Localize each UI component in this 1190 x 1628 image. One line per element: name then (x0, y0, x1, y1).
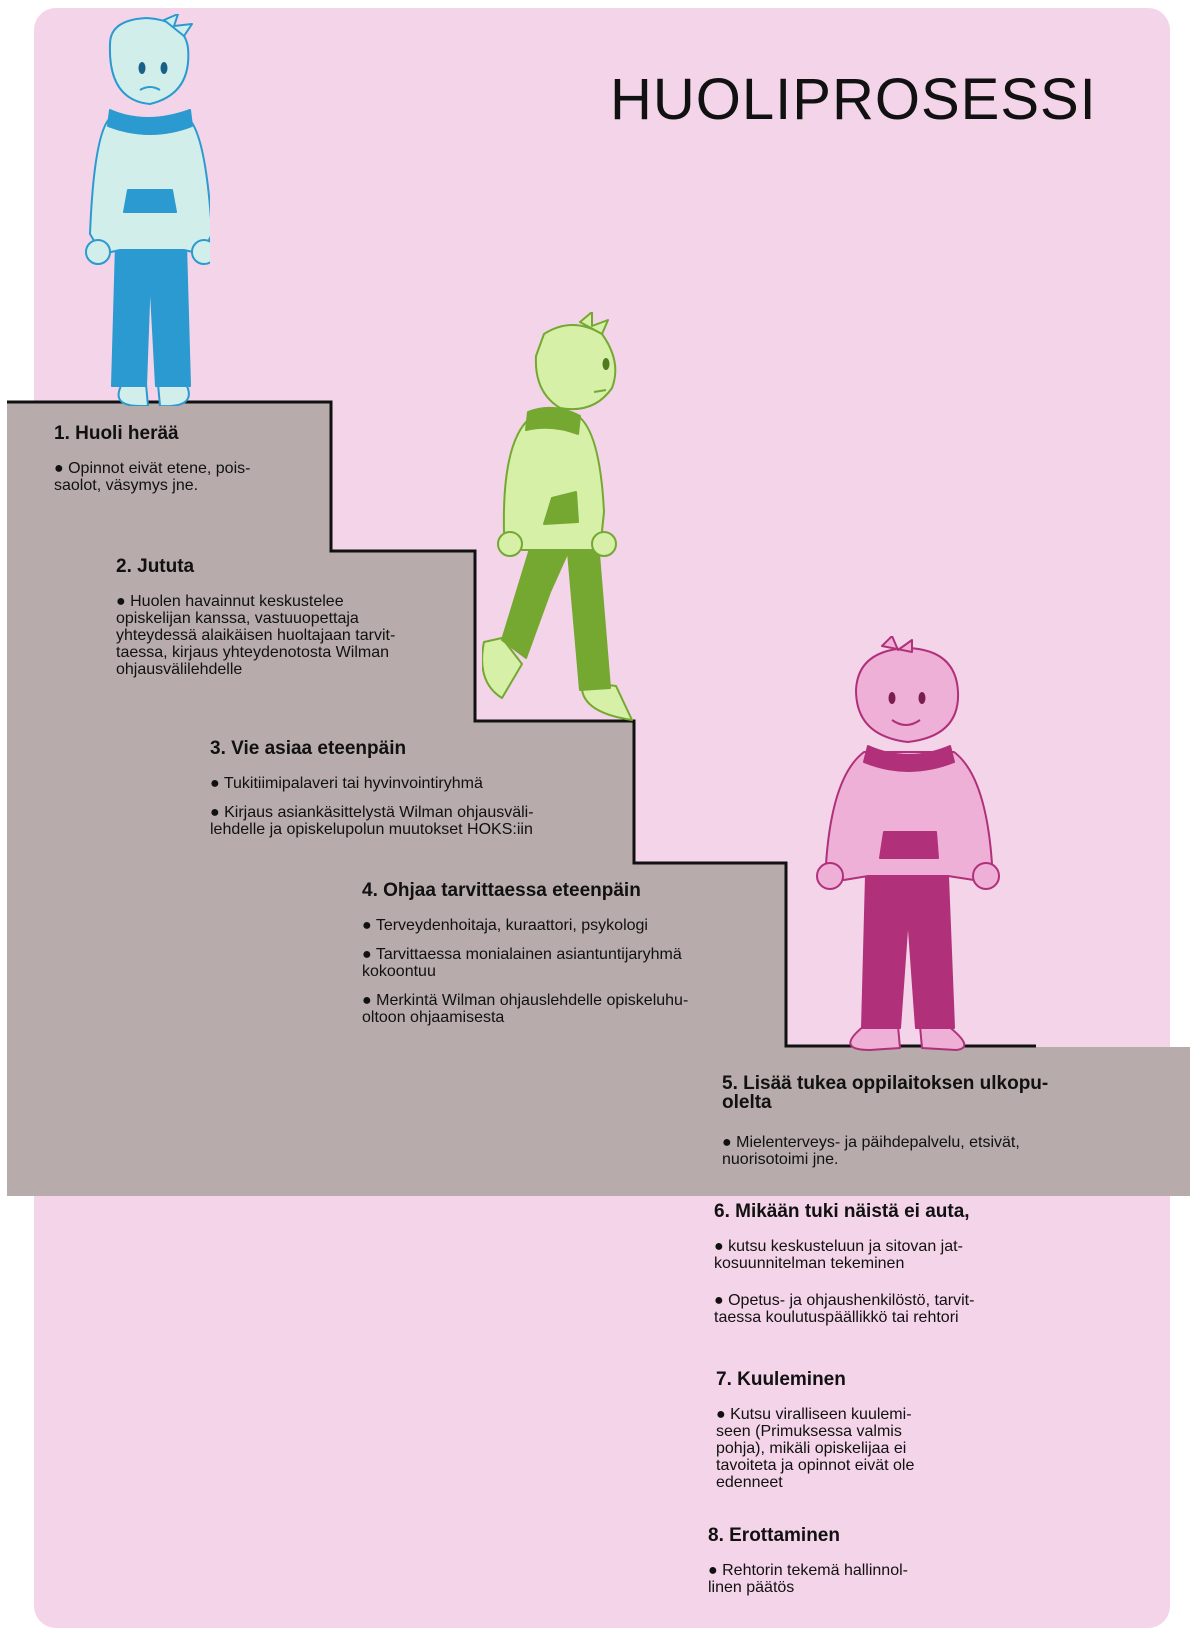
step-1-heading: 1. Huoli herää (54, 423, 179, 444)
stairs-fill (7, 402, 1190, 1196)
step-3-bullet-1: ● Tukitiimipalaveri tai hyvinvointiryhmä (210, 775, 483, 792)
step-2-heading: 2. Jututa (116, 556, 195, 577)
step-4-bullet-1: ● Terveydenhoitaja, kuraattori, psykolog… (362, 917, 648, 934)
step-4: 4. Ohjaa tarvittaessa eteenpäin ● Tervey… (362, 881, 782, 1038)
step-8-heading: 8. Erottaminen (708, 1525, 840, 1546)
step-3-heading: 3. Vie asiaa eteenpäin (210, 738, 407, 759)
worried-student-blue-figure (85, 14, 210, 406)
step-6-bullet-1: ● kutsu keskusteluun ja sitovan jat- kos… (714, 1238, 963, 1272)
step-7: 7. Kuuleminen ● Kutsu viralliseen kuulem… (716, 1370, 1016, 1503)
stairs-edge (7, 400, 1036, 1048)
step-3-bullet-2: ● Kirjaus asiankäsittelystä Wilman ohjau… (210, 804, 534, 838)
step-1: 1. Huoli herää ● Opinnot eivät etene, po… (54, 424, 314, 506)
standing-student-pink-figure (816, 636, 1000, 1051)
step-6: 6. Mikään tuki näistä ei auta, ● kutsu k… (714, 1202, 1074, 1338)
step-8: 8. Erottaminen ● Rehtorin tekemä hallinn… (708, 1526, 1008, 1608)
step-8-bullet-1: ● Rehtorin tekemä hallinnol- linen päätö… (708, 1562, 908, 1596)
step-2: 2. Jututa ● Huolen havainnut keskustelee… (116, 557, 476, 690)
step-5-bullet-1: ● Mielenterveys- ja päihdepalvelu, etsiv… (722, 1134, 1020, 1168)
step-3: 3. Vie asiaa eteenpäin ● Tukitiimipalave… (210, 739, 630, 850)
walking-student-green-figure (482, 312, 633, 721)
step-1-bullet-1: ● Opinnot eivät etene, pois- saolot, väs… (54, 460, 251, 494)
step-7-heading: 7. Kuuleminen (716, 1369, 846, 1390)
step-4-bullet-2: ● Tarvittaessa monialainen asiantuntijar… (362, 946, 682, 980)
page-title: HUOLIPROSESSI (610, 67, 1097, 132)
step-2-bullet-1: ● Huolen havainnut keskustelee opiskelij… (116, 593, 396, 678)
step-5-heading: 5. Lisää tukea oppilaitoksen ulkopu- ole… (722, 1073, 1049, 1113)
step-6-heading: 6. Mikään tuki näistä ei auta, (714, 1201, 970, 1222)
step-4-heading: 4. Ohjaa tarvittaessa eteenpäin (362, 880, 641, 901)
step-7-bullet-1: ● Kutsu viralliseen kuulemi- seen (Primu… (716, 1406, 915, 1491)
step-5: 5. Lisää tukea oppilaitoksen ulkopu- ole… (722, 1074, 1142, 1180)
step-4-bullet-3: ● Merkintä Wilman ohjauslehdelle opiskel… (362, 992, 689, 1026)
step-6-bullet-2: ● Opetus- ja ohjaushenkilöstö, tarvit- t… (714, 1292, 975, 1326)
